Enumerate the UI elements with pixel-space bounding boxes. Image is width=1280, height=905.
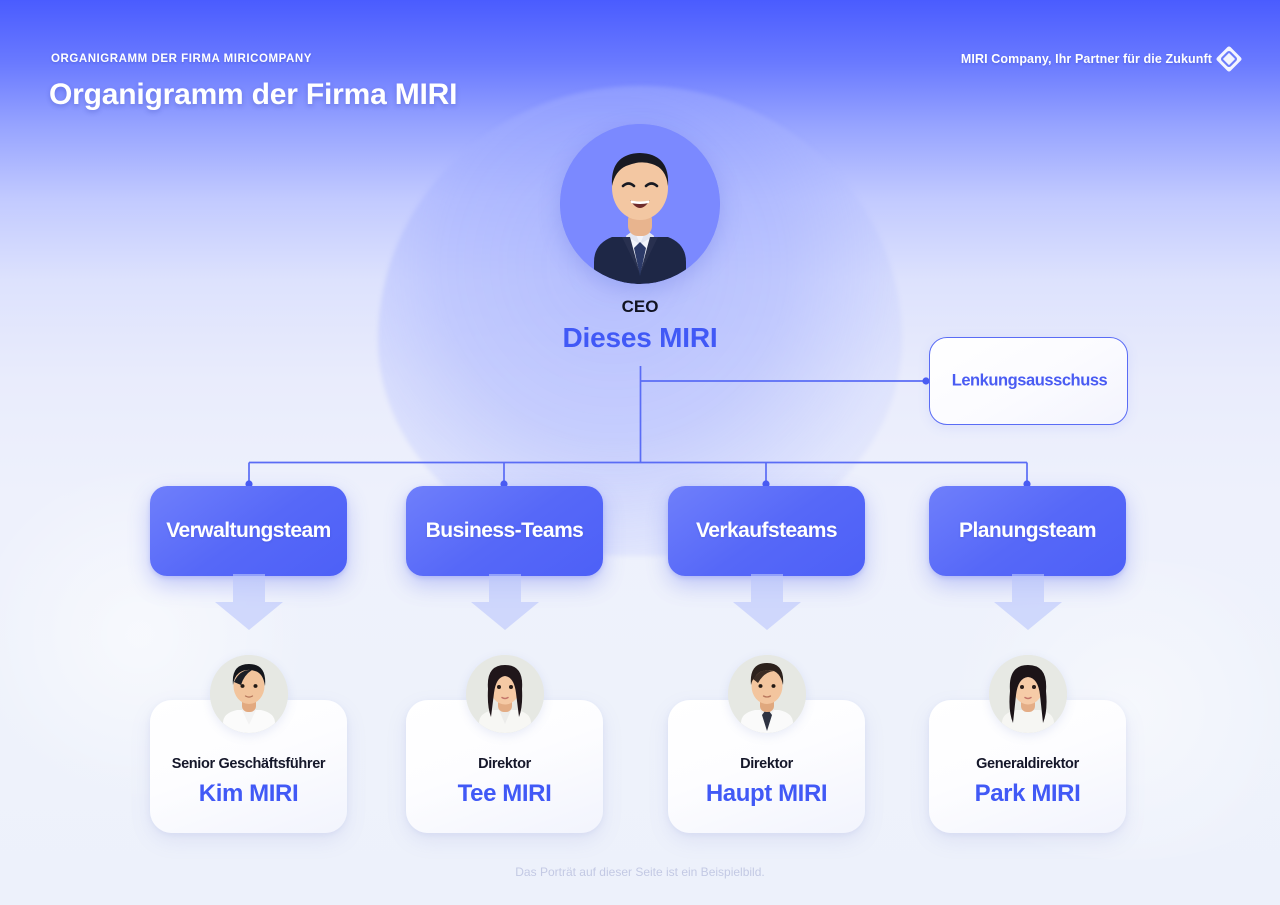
team-node-verwaltungsteam[interactable]: Verwaltungsteam	[150, 486, 347, 630]
page-header: ORGANIGRAMM DER FIRMA MIRICOMPANY Organi…	[0, 0, 1280, 120]
team-label: Verwaltungsteam	[166, 519, 331, 542]
person-role: Senior Geschäftsführer	[171, 756, 326, 772]
person-role: Generaldirektor	[976, 756, 1079, 772]
team-node-business-teams[interactable]: Business-Teams	[406, 486, 603, 630]
team-label: Planungsteam	[959, 519, 1096, 542]
committee-label: Lenkungsausschuss	[951, 371, 1108, 390]
down-arrow-icon	[470, 574, 539, 630]
team-node-verkaufsteams[interactable]: Verkaufsteams	[668, 486, 865, 630]
diamond-logo-icon	[1216, 46, 1242, 72]
page-title: Organigramm der Firma MIRI	[49, 78, 458, 111]
person-portrait-avatar	[465, 655, 544, 733]
team-box[interactable]: Verwaltungsteam	[150, 486, 347, 576]
team-box[interactable]: Verkaufsteams	[668, 486, 865, 576]
committee-box[interactable]: Lenkungsausschuss	[929, 337, 1128, 425]
down-arrow-icon	[214, 574, 283, 630]
down-arrow-icon	[993, 574, 1062, 630]
team-box[interactable]: Business-Teams	[406, 486, 603, 576]
ceo-role: CEO	[621, 297, 659, 316]
brand-tagline: MIRI Company, Ihr Partner für die Zukunf…	[960, 52, 1212, 66]
ceo-name: Dieses MIRI	[562, 322, 718, 353]
person-name: Haupt MIRI	[705, 780, 828, 807]
person-name: Tee MIRI	[457, 780, 552, 807]
person-card-kim[interactable]: Senior Geschäftsführer Kim MIRI	[150, 655, 347, 833]
person-name: Park MIRI	[974, 780, 1081, 807]
person-portrait-avatar	[727, 655, 806, 733]
person-name: Kim MIRI	[198, 780, 299, 807]
ceo-portrait-avatar	[560, 124, 720, 284]
person-portrait-avatar	[988, 655, 1067, 733]
team-node-planungsteam[interactable]: Planungsteam	[929, 486, 1126, 630]
person-card-park[interactable]: Generaldirektor Park MIRI	[929, 655, 1126, 833]
team-label: Business-Teams	[425, 519, 584, 542]
person-card-haupt[interactable]: Direktor Haupt MIRI	[668, 655, 865, 833]
team-box[interactable]: Planungsteam	[929, 486, 1126, 576]
sample-image-disclaimer: Das Porträt auf dieser Seite ist ein Bei…	[515, 865, 765, 879]
person-portrait-avatar	[209, 655, 288, 733]
header-eyebrow: ORGANIGRAMM DER FIRMA MIRICOMPANY	[51, 53, 312, 65]
down-arrow-icon	[732, 574, 801, 630]
person-card-tee[interactable]: Direktor Tee MIRI	[406, 655, 603, 833]
team-label: Verkaufsteams	[695, 519, 838, 542]
person-role: Direktor	[740, 756, 793, 772]
person-role: Direktor	[478, 756, 531, 772]
